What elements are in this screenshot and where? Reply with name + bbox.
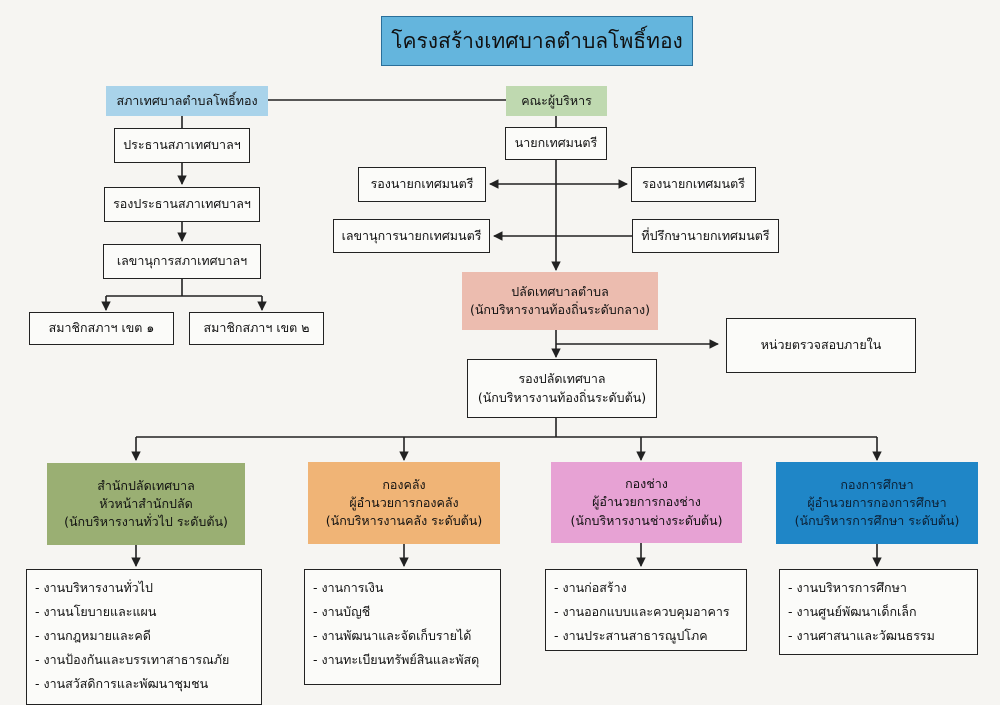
council-member-1-node: สมาชิกสภาฯ เขต ๑ <box>29 312 174 345</box>
list-item: - งานบริหารการศึกษา <box>788 580 907 595</box>
council-secretary-label: เลขานุการสภาเทศบาลฯ <box>116 253 248 269</box>
division-level: (นักบริหารงานคลัง ระดับต้น) <box>325 513 483 529</box>
deputy-clerk-level: (นักบริหารงานท้องถิ่นระดับต้น) <box>477 389 647 405</box>
division-box: สำนักปลัดเทศบาล หัวหน้าสำนักปลัด (นักบริ… <box>47 463 245 545</box>
division-box: กองช่าง ผู้อำนวยการกองช่าง (นักบริหารงาน… <box>551 462 742 543</box>
council-member-1-label: สมาชิกสภาฯ เขต ๑ <box>48 320 155 336</box>
council-president-label: ประธานสภาเทศบาลฯ <box>123 137 241 153</box>
mayor-secretary-node: เลขานุการนายกเทศมนตรี <box>333 219 490 253</box>
council-member-2-label: สมาชิกสภาฯ เขต ๒ <box>203 320 310 336</box>
list-item: - งานบริหารงานทั่วไป <box>35 580 153 595</box>
list-item: - งานประสานสาธารณูปโภค <box>554 628 708 643</box>
list-item: - งานศูนย์พัฒนาเด็กเล็ก <box>788 604 917 619</box>
council-vice-president-node: รองประธานสภาเทศบาลฯ <box>104 187 260 222</box>
list-item: - งานพัฒนาและจัดเก็บรายได้ <box>313 628 472 643</box>
division-box: กองการศึกษา ผู้อำนวยการกองการศึกษา (นักบ… <box>776 462 978 544</box>
deputy-mayor-right-node: รองนายกเทศมนตรี <box>631 167 756 202</box>
mayor-node: นายกเทศมนตรี <box>505 127 607 160</box>
division-head: ผู้อำนวยการกองคลัง <box>349 494 459 510</box>
division-head: ผู้อำนวยการกองช่าง <box>592 494 701 510</box>
mayor-advisor-label: ที่ปรึกษานายกเทศมนตรี <box>641 227 770 243</box>
deputy-clerk-node: รองปลัดเทศบาล (นักบริหารงานท้องถิ่นระดับ… <box>467 359 657 418</box>
council-secretary-node: เลขานุการสภาเทศบาลฯ <box>103 244 261 279</box>
deputy-clerk-title: รองปลัดเทศบาล <box>518 371 606 387</box>
mayor-label: นายกเทศมนตรี <box>514 135 598 151</box>
internal-audit-node: หน่วยตรวจสอบภายใน <box>726 318 916 373</box>
list-item: - งานศาสนาและวัฒนธรรม <box>788 628 935 643</box>
mayor-advisor-node: ที่ปรึกษานายกเทศมนตรี <box>632 219 779 253</box>
deputy-mayor-right-label: รองนายกเทศมนตรี <box>642 176 745 192</box>
list-item: - งานบัญชี <box>313 604 371 619</box>
division-box: กองคลัง ผู้อำนวยการกองคลัง (นักบริหารงาน… <box>308 462 500 544</box>
deputy-mayor-left-label: รองนายกเทศมนตรี <box>370 176 474 192</box>
division-level: (นักบริหารงานช่างระดับต้น) <box>570 512 723 528</box>
list-item: - งานการเงิน <box>313 580 384 595</box>
deputy-mayor-left-node: รองนายกเทศมนตรี <box>358 167 486 202</box>
page-title: โครงสร้างเทศบาลตำบลโพธิ์ทอง <box>381 16 693 66</box>
list-item: - งานออกแบบและควบคุมอาคาร <box>554 604 730 619</box>
list-item: - งานกฎหมายและคดี <box>35 628 151 643</box>
list-item: - งานสวัสดิการและพัฒนาชุมชน <box>35 676 209 691</box>
division-name: กองช่าง <box>625 476 668 492</box>
council-member-2-node: สมาชิกสภาฯ เขต ๒ <box>189 312 324 345</box>
task-list: - งานก่อสร้าง - งานออกแบบและควบคุมอาคาร … <box>545 569 747 651</box>
executive-node: คณะผู้บริหาร <box>506 86 607 116</box>
executive-label: คณะผู้บริหาร <box>521 92 592 108</box>
division-head: ผู้อำนวยการกองการศึกษา <box>807 494 947 510</box>
internal-audit-label: หน่วยตรวจสอบภายใน <box>760 337 882 353</box>
council-node: สภาเทศบาลตำบลโพธิ์ทอง <box>106 86 268 116</box>
list-item: - งานนโยบายและแผน <box>35 604 157 619</box>
council-label: สภาเทศบาลตำบลโพธิ์ทอง <box>116 92 258 108</box>
list-item: - งานทะเบียนทรัพย์สินและพัสดุ <box>313 652 480 667</box>
task-list: - งานบริหารงานทั่วไป - งานนโยบายและแผน -… <box>26 569 262 705</box>
division-name: สำนักปลัดเทศบาล <box>97 477 195 493</box>
division-name: กองการศึกษา <box>840 476 914 492</box>
municipal-clerk-level: (นักบริหารงานท้องถิ่นระดับกลาง) <box>470 302 650 317</box>
division-head: หัวหน้าสำนักปลัด <box>99 495 193 511</box>
task-list: - งานการเงิน - งานบัญชี - งานพัฒนาและจัด… <box>304 569 501 685</box>
division-name: กองคลัง <box>382 476 426 492</box>
list-item: - งานก่อสร้าง <box>554 580 627 595</box>
municipal-clerk-node: ปลัดเทศบาลตำบล (นักบริหารงานท้องถิ่นระดั… <box>462 272 658 330</box>
list-item: - งานป้องกันและบรรเทาสาธารณภัย <box>35 652 230 667</box>
mayor-secretary-label: เลขานุการนายกเทศมนตรี <box>341 227 482 243</box>
division-level: (นักบริหารการศึกษา ระดับต้น) <box>794 513 960 529</box>
municipal-clerk-title: ปลัดเทศบาลตำบล <box>511 283 609 299</box>
task-list: - งานบริหารการศึกษา - งานศูนย์พัฒนาเด็กเ… <box>779 569 978 655</box>
council-vice-president-label: รองประธานสภาเทศบาลฯ <box>113 196 251 212</box>
division-level: (นักบริหารงานทั่วไป ระดับต้น) <box>64 514 228 530</box>
council-president-node: ประธานสภาเทศบาลฯ <box>114 128 250 163</box>
